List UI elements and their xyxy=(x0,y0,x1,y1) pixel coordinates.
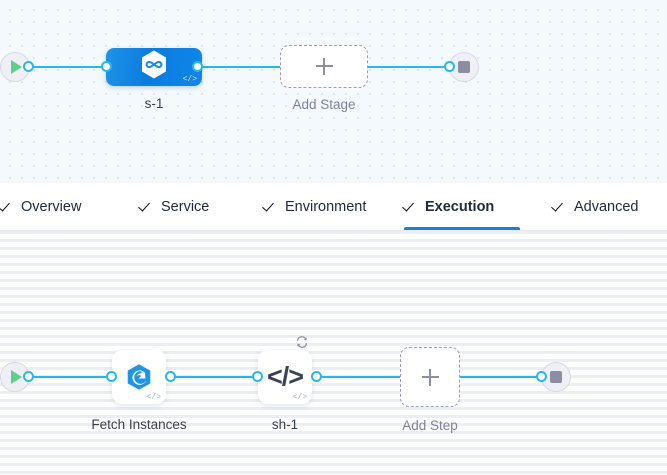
stop-icon xyxy=(550,371,562,383)
step-wire-fetch-to-sh1 xyxy=(170,376,258,378)
check-icon xyxy=(553,200,566,213)
step-node-label: sh-1 xyxy=(271,417,299,432)
code-badge-icon: </> xyxy=(292,393,307,402)
check-icon xyxy=(0,200,13,213)
tab-label: Execution xyxy=(425,198,495,215)
step-sh1-in-port[interactable] xyxy=(252,371,263,382)
stage-config-tabs: Overview Service Environment Execution A… xyxy=(0,183,667,231)
stage-end-in-port[interactable] xyxy=(444,61,455,72)
play-icon xyxy=(11,60,22,74)
tab-execution[interactable]: Execution xyxy=(404,183,520,230)
check-icon xyxy=(404,200,417,213)
execution-steps-canvas[interactable]: </> Fetch Instances </> </> xyxy=(0,231,667,475)
add-stage-label: Add Stage xyxy=(292,97,356,112)
stage-wire-s1-to-add xyxy=(197,66,287,68)
tab-label: Advanced xyxy=(574,198,639,215)
code-icon: </> xyxy=(266,361,304,392)
loop-strategy-icon xyxy=(294,334,310,350)
step-node-fetch-instances[interactable]: </> xyxy=(112,350,166,404)
add-step-button[interactable] xyxy=(400,347,460,407)
code-icon: </> xyxy=(146,393,161,402)
step-wire-start-to-fetch xyxy=(27,376,111,378)
stage-wire-start-to-s1 xyxy=(27,66,119,68)
play-icon xyxy=(11,370,22,384)
tab-overview[interactable]: Overview xyxy=(0,183,100,230)
stage-node-label: s-1 xyxy=(144,96,164,111)
stage-s1-in-port[interactable] xyxy=(101,61,112,72)
stage-canvas[interactable]: </> s-1 Add Stage xyxy=(0,0,667,183)
stop-icon xyxy=(458,61,470,73)
check-icon xyxy=(140,200,153,213)
step-start-out-port[interactable] xyxy=(23,371,34,382)
step-fetch-out-port[interactable] xyxy=(165,371,176,382)
stage-wire-add-to-end xyxy=(367,66,457,68)
step-fetch-in-port[interactable] xyxy=(106,371,117,382)
plus-icon xyxy=(421,368,439,386)
tab-label: Overview xyxy=(21,198,82,215)
tab-active-underline xyxy=(404,227,520,230)
stage-start-out-port[interactable] xyxy=(23,61,34,72)
tab-label: Service xyxy=(161,198,210,215)
check-icon xyxy=(264,200,277,213)
stage-node-s1[interactable]: </> xyxy=(106,48,202,86)
plus-icon xyxy=(315,58,333,75)
tab-environment[interactable]: Environment xyxy=(264,183,376,230)
step-wire-add-to-end xyxy=(459,376,544,378)
step-node-label: Fetch Instances xyxy=(91,417,187,432)
tab-service[interactable]: Service xyxy=(140,183,226,230)
stage-s1-out-port[interactable] xyxy=(192,61,203,72)
add-step-label: Add Step xyxy=(402,418,458,433)
add-stage-button[interactable] xyxy=(280,45,368,88)
step-end-in-port[interactable] xyxy=(536,371,547,382)
step-wire-sh1-to-add xyxy=(316,376,400,378)
fetch-instances-icon xyxy=(125,363,153,391)
code-icon: </> xyxy=(182,75,197,84)
harness-hexagon-icon xyxy=(140,50,168,85)
step-sh1-out-port[interactable] xyxy=(311,371,322,382)
tab-advanced[interactable]: Advanced xyxy=(553,183,653,230)
step-node-sh1[interactable]: </> </> xyxy=(258,336,312,404)
tab-label: Environment xyxy=(285,198,367,215)
